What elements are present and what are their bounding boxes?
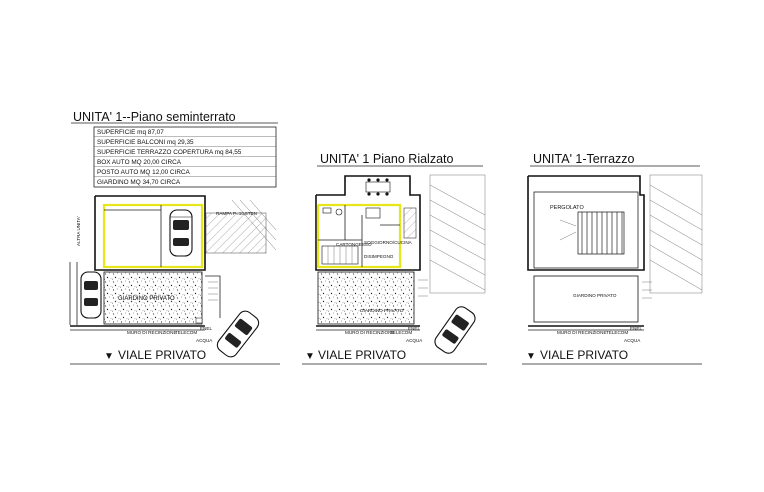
panel3-title: UNITA' 1-Terrazzo	[533, 152, 635, 166]
panel2-title: UNITA' 1 Piano Rialzato	[320, 152, 454, 166]
area-row: POSTO AUTO MQ 12,00 CIRCA	[97, 169, 191, 176]
garden-area	[533, 275, 639, 323]
panel1-title: UNITA' 1--Piano seminterrato	[73, 110, 236, 124]
area-row: SUPERFICIE mq 87,07	[97, 129, 164, 136]
area-table	[93, 126, 277, 188]
car-icon	[169, 209, 193, 257]
room-label: CARTONGESSO	[336, 242, 372, 247]
unit-outline	[316, 203, 402, 269]
panel-rialzato: UNITA' 1 Piano Rialzato CARTONGESSO SOG	[302, 152, 487, 365]
car-icon	[80, 271, 102, 319]
pergola-label: PERGOLATO	[550, 205, 584, 211]
garden-label: GIARDINO PRIVATO	[360, 308, 404, 313]
area-row: BOX AUTO MQ 20,00 CIRCA	[97, 159, 182, 166]
acqua-label: ACQUA	[196, 338, 213, 343]
telecom-label: TELECOM	[606, 330, 628, 335]
north-arrow-icon: ▼	[526, 351, 536, 362]
car-icon	[216, 310, 260, 358]
area-row: SUPERFICIE TERRAZZO COPERTURA mq 84,55	[97, 149, 242, 156]
area-row: GIARDINO MQ 34,70 CIRCA	[97, 179, 181, 186]
enel-label: ENEL	[200, 326, 212, 331]
enel-label: ENEL	[408, 326, 420, 331]
unit-outline	[102, 203, 204, 269]
ramp-label: RAMPA P=10,5TEN	[216, 211, 257, 216]
wall-label: MURO DI RECINZIONE	[345, 330, 395, 335]
room-label: DISIMPEGNO	[364, 254, 394, 259]
road-label: VIALE PRIVATO	[540, 348, 628, 362]
pergola	[577, 211, 625, 255]
room-label: SOGGIORNO/CUCINA	[364, 240, 413, 245]
stairs	[321, 245, 359, 265]
telecom-label: TELECOM	[390, 330, 412, 335]
panel-seminterrato: UNITA' 1--Piano seminterrato SUPERFICIE …	[69, 110, 280, 365]
north-arrow-icon: ▼	[305, 351, 315, 362]
area-row: SUPERFICIE BALCONI mq 29,35	[97, 139, 194, 146]
wall-label: MURO DI RECINZIONE	[127, 330, 177, 335]
car-icon	[434, 306, 476, 354]
garden-label: GIARDINO PRIVATO	[573, 293, 617, 298]
acqua-label: ACQUA	[406, 338, 423, 343]
enel-label: ENEL	[630, 326, 642, 331]
garden-label: GIARDINO PRIVATO	[118, 296, 175, 302]
road-label: VIALE PRIVATO	[318, 348, 406, 362]
side-label: ALTRA UNITA'	[76, 216, 81, 246]
garden-area	[103, 271, 203, 325]
panel-terrazzo: UNITA' 1-Terrazzo PERGOLATO	[522, 152, 703, 365]
telecom-label: TELECOM	[175, 330, 197, 335]
garden-area	[317, 271, 415, 325]
ramp	[205, 212, 267, 254]
north-arrow-icon: ▼	[104, 351, 114, 362]
acqua-label: ACQUA	[624, 338, 641, 343]
road-label: VIALE PRIVATO	[118, 348, 206, 362]
wall-label: MURO DI RECINZIONE	[557, 330, 607, 335]
